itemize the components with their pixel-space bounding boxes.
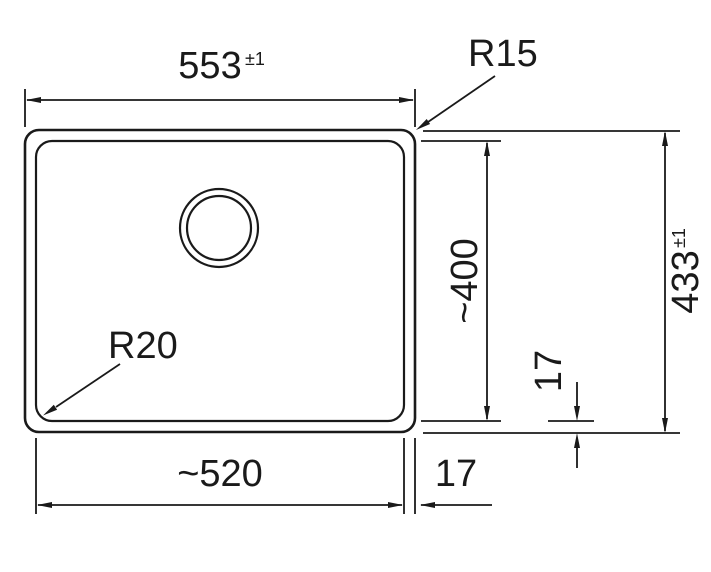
label-overall-height-tolerance: ±1 [669,228,689,248]
arrowhead-right-icon [399,97,414,103]
leader-line [55,363,121,408]
sink-outer-outline [23,128,417,434]
drain-inner-circle [185,194,253,262]
label-bowl-width: ~520 [177,453,263,495]
label-bowl-corner-radius: R20 [108,325,178,367]
arrowhead-icon [43,404,58,416]
arrowhead-left-icon [37,502,52,508]
label-bowl-height: ~400 [444,238,486,324]
label-outer-corner-radius: R15 [468,33,538,75]
arrowhead-up-icon [662,131,668,146]
label-overall-width-tolerance: ±1 [245,49,265,69]
arrowhead-up-icon [484,141,490,156]
dim-rim-right: 17 [414,438,492,514]
arrowhead-down-icon [484,406,490,421]
label-rim-right: 17 [435,453,477,495]
sink-bowl-outline [34,139,406,423]
dim-rim-bottom: 17 [528,350,594,468]
arrowhead-left-icon [26,97,41,103]
drain-outer-circle [178,187,260,269]
arrowhead-down-icon [574,406,580,421]
leader-bowl-corner-radius: R20 [43,325,178,416]
arrowhead-left-icon [420,502,435,508]
arrowhead-right-icon [388,502,403,508]
dim-overall-height: 433 ±1 [423,130,707,434]
label-overall-width: 553 [178,45,241,87]
leader-line [427,75,496,123]
label-overall-height: 433 [665,250,707,313]
arrowhead-down-icon [662,418,668,433]
arrowhead-up-icon [574,433,580,448]
leader-outer-corner-radius: R15 [416,33,538,130]
dim-overall-width: 553 ±1 [24,45,416,127]
label-rim-bottom: 17 [528,350,570,392]
dim-bowl-height: ~400 [421,140,501,422]
arrowhead-icon [416,119,431,130]
dim-bowl-width: ~520 [35,438,405,514]
